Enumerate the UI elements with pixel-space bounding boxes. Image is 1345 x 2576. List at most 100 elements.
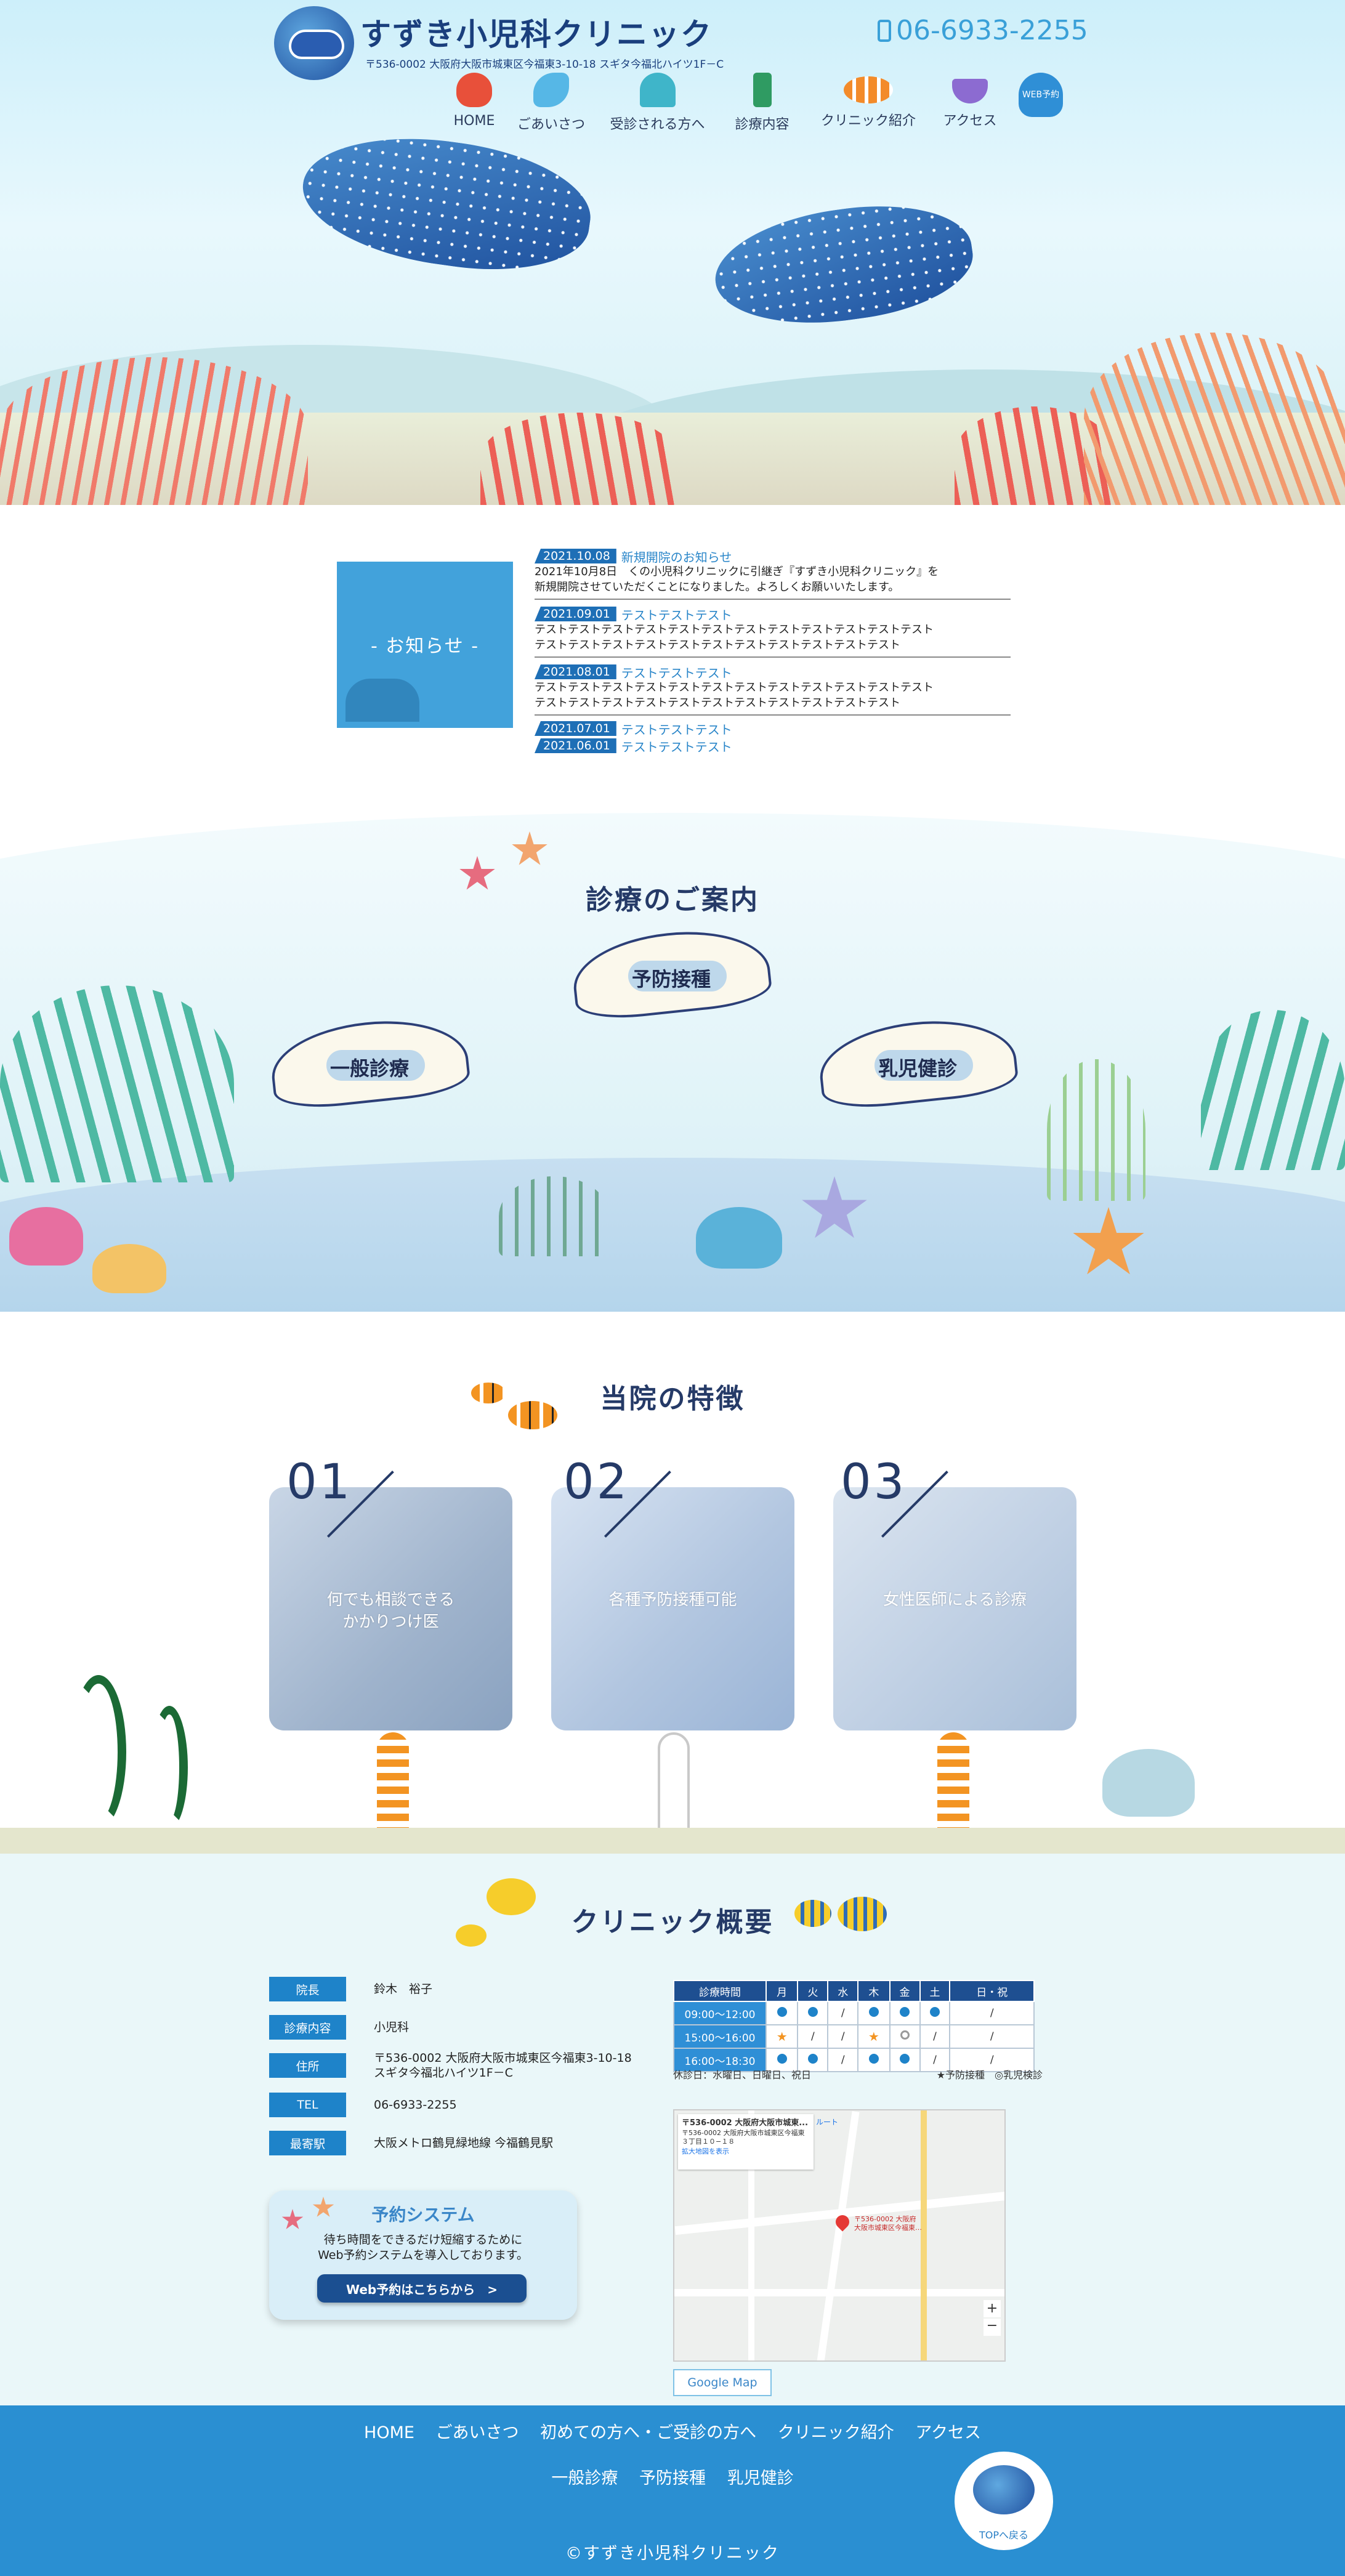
back-to-top-button[interactable]: TOPへ戻る xyxy=(955,2452,1053,2550)
map-route-link[interactable]: ルート xyxy=(816,2118,839,2126)
google-map-embed[interactable]: 〒536-0002 大阪府大阪市城東... 〒536-0002 大阪府大阪市城東… xyxy=(673,2109,1006,2362)
garden-eel-icon xyxy=(658,1732,690,1837)
feature-card[interactable]: 何でも相談できる かかりつけ医 xyxy=(269,1487,512,1730)
butterflyfish-icon xyxy=(456,1924,487,1947)
footer-link-vaccination[interactable]: 予防接種 xyxy=(639,2469,706,2488)
news-title[interactable]: テストテストテスト xyxy=(621,722,732,737)
nav-home[interactable]: HOME xyxy=(443,73,505,140)
nav-services[interactable]: 診療内容 xyxy=(717,73,807,140)
service-label: 乳児健診 xyxy=(878,1057,957,1080)
info-label: 診療内容 xyxy=(269,2015,346,2040)
seabed-ground xyxy=(0,1828,1345,1854)
news-title[interactable]: 新規開院のお知らせ xyxy=(621,549,732,565)
footer-link-infant-checkup[interactable]: 乳児健診 xyxy=(727,2469,794,2488)
web-reservation-button[interactable]: Web予約はこちらから > xyxy=(317,2274,527,2303)
hours-header: 土 xyxy=(919,1980,951,2002)
hours-cell xyxy=(797,2001,829,2025)
zoom-in-button[interactable]: + xyxy=(984,2300,1001,2317)
open-dot-icon xyxy=(929,2006,940,2017)
coral-illustration xyxy=(1084,333,1345,505)
info-value[interactable]: 06-6933-2255 xyxy=(374,2098,457,2112)
clinic-logo[interactable]: すずき小児科クリニック 〒536-0002 大阪府大阪市城東区今福東3-10-1… xyxy=(274,6,724,80)
info-label: 住所 xyxy=(269,2053,346,2078)
seaweed-illustration xyxy=(499,1176,610,1256)
hours-note: 休診日：水曜日、日曜日、祝日 ★予防接種 ◎乳児検診 xyxy=(673,2067,1043,2081)
medical-title: 診療のご案内 xyxy=(586,884,759,916)
footer-link-greeting[interactable]: ごあいさつ xyxy=(435,2423,519,2442)
news-date: 2021.10.08 xyxy=(535,549,616,563)
hours-header: 水 xyxy=(827,1980,859,2002)
news-title[interactable]: テストテストテスト xyxy=(621,607,732,623)
news-title[interactable]: テストテストテスト xyxy=(621,739,732,754)
nav-web-reservation[interactable]: WEB予約 xyxy=(1010,73,1072,140)
garden-eel-icon xyxy=(377,1732,409,1837)
vaccination-star-icon: ★ xyxy=(776,2029,788,2044)
service-vaccination[interactable]: 予防接種 xyxy=(560,923,782,1025)
coral-illustration xyxy=(480,413,677,505)
news-item[interactable]: 2021.10.08 新規開院のお知らせ 2021年10月8日 くの小児科クリニッ… xyxy=(535,547,1011,600)
google-map-button[interactable]: Google Map xyxy=(673,2369,772,2396)
nav-visitors[interactable]: 受診される方へ xyxy=(597,73,717,140)
footer-link-access[interactable]: アクセス xyxy=(915,2423,981,2442)
global-nav: HOME ごあいさつ 受診される方へ 診療内容 クリニック紹介 アクセス WEB… xyxy=(443,73,1072,140)
hours-cell xyxy=(919,2001,951,2025)
feature-number: 02 xyxy=(563,1455,630,1510)
feature-card[interactable]: 各種予防接種可能 xyxy=(551,1487,794,1730)
service-label: 予防接種 xyxy=(631,967,711,991)
hours-cell: / xyxy=(949,2048,1035,2072)
whale-shark-illustration xyxy=(294,122,599,285)
footer-link-general[interactable]: 一般診療 xyxy=(551,2469,618,2488)
shell-icon xyxy=(696,1207,782,1269)
map-card-title: 〒536-0002 大阪府大阪市城東... xyxy=(682,2118,809,2128)
clinic-address: 〒536-0002 大阪府大阪市城東区今福東3-10-18 スギタ今福北ハイツ1… xyxy=(365,59,724,71)
news-body: テストテストテストテストテストテストテストテストテストテストテストテスト テスト… xyxy=(535,623,934,652)
open-dot-icon xyxy=(868,2006,879,2017)
footer-link-first-visit[interactable]: 初めての方へ・ご受診の方へ xyxy=(540,2423,757,2442)
hours-cell: / xyxy=(919,2048,951,2072)
footer-link-home[interactable]: HOME xyxy=(364,2423,414,2442)
feature-card[interactable]: 女性医師による診療 xyxy=(833,1487,1076,1730)
infant-checkup-ring-icon xyxy=(900,2030,910,2040)
news-title[interactable]: テストテストテスト xyxy=(621,665,732,680)
vaccination-star-icon: ★ xyxy=(868,2029,879,2044)
clinic-section: クリニック概要 院長鈴木 裕子 診療内容小児科 住所〒536-0002 大阪府大… xyxy=(0,1854,1345,2405)
map-enlarge-link[interactable]: 拡大地図を表示 xyxy=(682,2147,729,2155)
info-value: 鈴木 裕子 xyxy=(374,1982,433,1996)
features-title: 当院の特徴 xyxy=(600,1383,745,1415)
nav-clinic-intro[interactable]: クリニック紹介 xyxy=(807,73,930,140)
hours-time: 16:00～18:30 xyxy=(673,2048,767,2072)
clinic-name: すずき小児科クリニック xyxy=(360,17,713,52)
clownfish-icon xyxy=(471,1383,506,1403)
crab-icon xyxy=(456,73,492,107)
vaccine-photo xyxy=(551,1487,794,1730)
open-dot-icon xyxy=(900,2006,910,2017)
nav-access[interactable]: アクセス xyxy=(930,73,1010,140)
shell-icon xyxy=(92,1244,166,1293)
phone-icon xyxy=(878,20,891,42)
service-infant-checkup[interactable]: 乳児健診 xyxy=(807,1012,1028,1115)
hours-header: 診療時間 xyxy=(673,1980,767,2002)
hours-cell: / xyxy=(827,2001,859,2025)
hours-cell xyxy=(889,2048,921,2072)
service-general[interactable]: 一般診療 xyxy=(259,1012,480,1115)
news-body: 2021年10月8日 くの小児科クリニックに引継ぎ『すずき小児科クリニック』を … xyxy=(535,565,939,594)
reservation-text: 待ち時間をできるだけ短縮するために Web予約システムを導入しております。 xyxy=(318,2233,528,2262)
zoom-out-button[interactable]: − xyxy=(984,2319,1001,2336)
header-phone[interactable]: 06-6933-2255 xyxy=(878,15,1088,46)
info-row-director: 院長鈴木 裕子 xyxy=(269,1977,432,2001)
coral-illustration xyxy=(0,357,308,505)
open-dot-icon xyxy=(777,2006,787,2017)
info-row-station: 最寄駅大阪メトロ鶴見緑地線 今福鶴見駅 xyxy=(269,2131,553,2155)
butterflyfish-icon xyxy=(794,1900,831,1927)
back-to-top-label: TOPへ戻る xyxy=(979,2529,1029,2541)
hours-cell: ★ xyxy=(765,2024,799,2049)
feature-text: 各種予防接種可能 xyxy=(608,1591,737,1609)
clownfish-icon xyxy=(844,76,893,103)
footer-link-clinic-intro[interactable]: クリニック紹介 xyxy=(777,2423,894,2442)
nav-greeting[interactable]: ごあいさつ xyxy=(505,73,597,140)
